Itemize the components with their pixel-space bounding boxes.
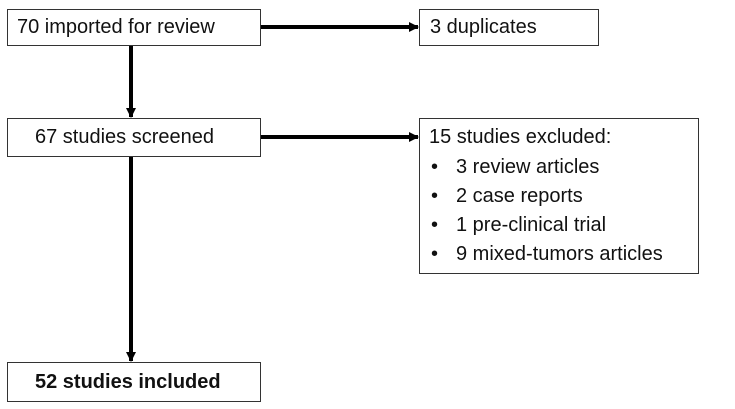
exclusion-reasons-list: • 3 review articles • 2 case reports • 1… <box>429 155 698 266</box>
exclusion-reason-item: • 3 review articles <box>429 155 698 179</box>
duplicates-label: 3 duplicates <box>430 16 537 38</box>
exclusion-reason-item: • 9 mixed-tumors articles <box>429 242 698 266</box>
screened-box: 67 studies screened <box>7 118 261 157</box>
bullet-icon: • <box>431 156 439 178</box>
exclusion-reason-item: • 1 pre-clinical trial <box>429 213 698 237</box>
exclusion-reason-label: 3 review articles <box>456 156 600 178</box>
imported-label: 70 imported for review <box>17 16 215 38</box>
exclusion-reason-label: 1 pre-clinical trial <box>456 214 607 236</box>
screened-label: 67 studies screened <box>35 126 215 148</box>
imported-box: 70 imported for review <box>7 9 261 46</box>
bullet-icon: • <box>431 214 439 236</box>
included-box: 52 studies included <box>7 362 261 402</box>
exclusion-reason-item: • 2 case reports <box>429 184 698 208</box>
included-label: 52 studies included <box>35 371 221 393</box>
exclusion-reason-label: 9 mixed-tumors articles <box>456 243 663 265</box>
bullet-icon: • <box>431 243 439 265</box>
bullet-icon: • <box>431 185 439 207</box>
excluded-box: 15 studies excluded: • 3 review articles… <box>419 118 699 274</box>
exclusion-reason-label: 2 case reports <box>456 185 583 207</box>
excluded-title: 15 studies excluded: <box>429 126 612 148</box>
duplicates-box: 3 duplicates <box>419 9 599 46</box>
